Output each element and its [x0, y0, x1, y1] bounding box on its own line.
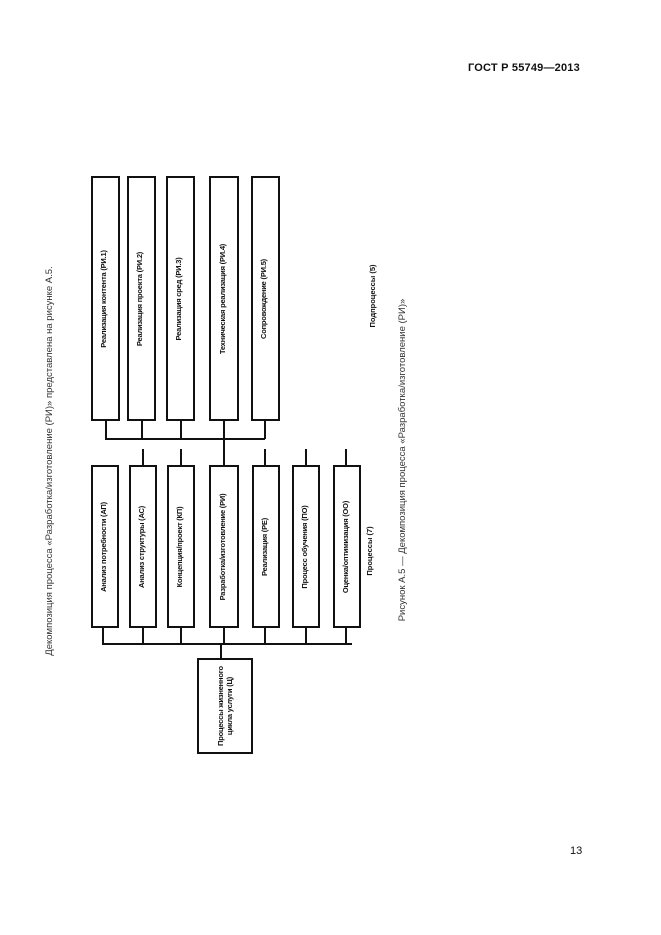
- process-drop: [180, 627, 182, 644]
- subprocesses-count-label: Подпроцессы (5): [368, 264, 377, 328]
- subprocess-bus: [105, 438, 265, 440]
- process-label: Реализация (РЕ): [260, 518, 269, 577]
- intro-text: Декомпозиция процесса «Разработка/изгото…: [44, 266, 55, 656]
- subprocess-box-ri1: Реализация контента (РИ.1): [91, 176, 120, 421]
- process-tick: [345, 449, 347, 465]
- page-number: 13: [570, 845, 583, 857]
- process-drop: [305, 627, 307, 644]
- process-box-re: Реализация (РЕ): [252, 465, 280, 628]
- process-drop: [223, 627, 225, 644]
- process-tick: [264, 449, 266, 465]
- subprocess-drop: [180, 420, 182, 439]
- subprocess-drop: [105, 420, 107, 439]
- subprocess-drop: [264, 420, 266, 439]
- root-process-box: Процессы жизненного цикла услуги (Ц): [197, 658, 253, 754]
- ri-connector: [223, 438, 225, 465]
- subprocess-box-ri3: Реализация сред (РИ.3): [166, 176, 195, 421]
- process-drop: [345, 627, 347, 644]
- root-connector: [220, 643, 222, 658]
- subprocess-label: Сопровождение (РИ.5): [259, 259, 268, 339]
- process-label: Разработка/изготовление (РИ): [218, 493, 227, 601]
- process-box-kp: Концепция/проект (КП): [167, 465, 195, 628]
- processes-count-label: Процессы (7): [365, 526, 374, 576]
- process-box-ap: Анализ потребности (АП): [91, 465, 119, 628]
- process-drop: [102, 627, 104, 644]
- subprocess-box-ri4: Техническая реализация (РИ.4): [209, 176, 239, 421]
- root-process-label: Процессы жизненного цикла услуги (Ц): [216, 666, 234, 746]
- process-box-oo: Оценка/оптимизация (ОО): [333, 465, 361, 628]
- process-tick: [305, 449, 307, 465]
- process-drop: [142, 627, 144, 644]
- subprocess-label: Техническая реализация (РИ.4): [218, 243, 227, 355]
- process-box-ri: Разработка/изготовление (РИ): [209, 465, 239, 628]
- process-label: Процесс обучения (ПО): [300, 505, 309, 589]
- document-code: ГОСТ Р 55749—2013: [468, 62, 580, 74]
- process-drop: [264, 627, 266, 644]
- subprocess-label: Реализация сред (РИ.3): [174, 257, 183, 341]
- process-bus: [102, 643, 352, 645]
- process-label: Анализ структуры (АС): [137, 506, 146, 588]
- process-box-as: Анализ структуры (АС): [129, 465, 157, 628]
- subprocess-label: Реализация контента (РИ.1): [99, 250, 108, 348]
- subprocess-drop: [141, 420, 143, 439]
- process-box-po: Процесс обучения (ПО): [292, 465, 320, 628]
- subprocess-box-ri2: Реализация проекта (РИ.2): [127, 176, 156, 421]
- process-tick: [142, 449, 144, 465]
- subprocess-box-ri5: Сопровождение (РИ.5): [251, 176, 280, 421]
- process-tick: [180, 449, 182, 465]
- process-label: Концепция/проект (КП): [175, 506, 184, 588]
- process-label: Анализ потребности (АП): [99, 502, 108, 592]
- process-label: Оценка/оптимизация (ОО): [341, 500, 350, 594]
- figure-caption: Рисунок А.5 — Декомпозиция процесса «Раз…: [397, 298, 408, 622]
- subprocess-drop: [223, 420, 225, 439]
- subprocess-label: Реализация проекта (РИ.2): [135, 251, 144, 347]
